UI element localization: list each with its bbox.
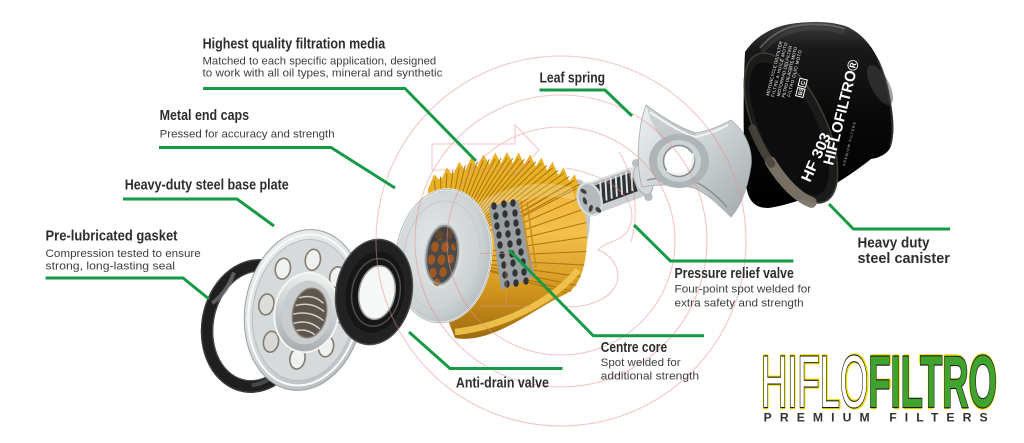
svg-text:PREMIUM FILTERS: PREMIUM FILTERS	[764, 411, 993, 425]
svg-text:Pre-lubricated gasket: Pre-lubricated gasket	[46, 229, 178, 245]
svg-text:Leaf spring: Leaf spring	[540, 71, 606, 87]
svg-text:strong, long-lasting seal: strong, long-lasting seal	[46, 261, 176, 273]
svg-text:steel canister: steel canister	[858, 251, 951, 267]
svg-text:Heavy-duty steel base plate: Heavy-duty steel base plate	[125, 178, 289, 194]
svg-text:Pressed for accuracy and stren: Pressed for accuracy and strength	[160, 129, 335, 141]
svg-text:Spot welded for: Spot welded for	[601, 357, 681, 369]
svg-text:BS: BS	[798, 87, 806, 96]
svg-text:Highest quality filtration med: Highest quality filtration media	[203, 37, 386, 53]
svg-text:Anti-drain valve: Anti-drain valve	[456, 375, 549, 391]
svg-text:Compression tested to ensure: Compression tested to ensure	[46, 248, 201, 260]
svg-text:C: C	[800, 81, 807, 86]
svg-text:Centre core: Centre core	[601, 340, 667, 356]
svg-text:Heavy duty: Heavy duty	[858, 236, 931, 252]
svg-text:additional strength: additional strength	[601, 371, 699, 383]
svg-text:extra safety and strength: extra safety and strength	[675, 297, 804, 309]
svg-text:to work with all oil types, mi: to work with all oil types, mineral and …	[203, 67, 443, 79]
svg-text:HIFLOFILTRO: HIFLOFILTRO	[761, 342, 997, 423]
svg-text:HIFLOFILTRO: HIFLOFILTRO	[761, 342, 997, 423]
svg-text:Pressure relief valve: Pressure relief valve	[675, 266, 794, 282]
svg-text:Metal end caps: Metal end caps	[160, 108, 250, 124]
svg-text:Four-point spot welded for: Four-point spot welded for	[675, 284, 812, 296]
svg-text:Matched to each specific appli: Matched to each specific application, de…	[203, 56, 437, 68]
